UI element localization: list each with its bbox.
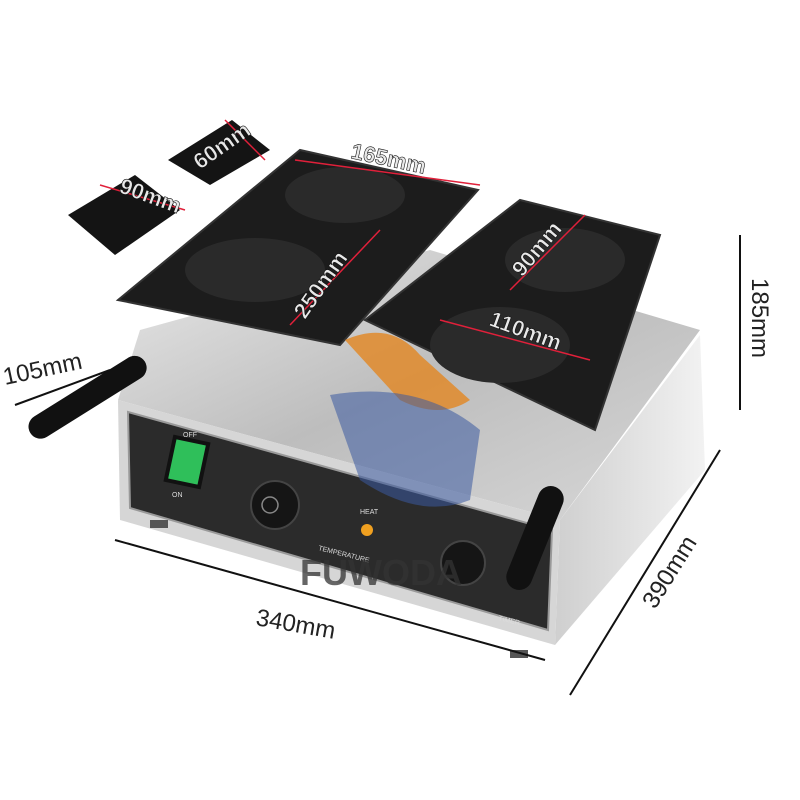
dim-width: 340mm — [254, 604, 338, 644]
dim-height: 185mm — [746, 278, 773, 358]
heat-indicator-light — [361, 524, 373, 536]
watermark: FUWODA — [300, 552, 462, 593]
logo-orange-shape — [345, 332, 470, 410]
base-right-side — [555, 335, 705, 645]
knob-center-icon — [261, 496, 279, 514]
temperature-knob[interactable] — [250, 480, 300, 530]
left-plate-top-handle — [168, 120, 270, 185]
left-mold-top — [285, 167, 405, 223]
switch-off-label: OFF — [183, 432, 197, 439]
power-switch[interactable] — [163, 434, 211, 490]
right-mold-top — [505, 228, 625, 292]
left-handle[interactable] — [24, 351, 151, 443]
dim-depth: 390mm — [637, 531, 702, 613]
plate-dimension-lines — [99, 119, 591, 361]
logo-blue-shape — [330, 391, 480, 507]
timer-knob[interactable] — [440, 540, 486, 586]
right-handle[interactable] — [502, 482, 567, 594]
left-mold-bottom — [185, 238, 325, 302]
heat-label: HEAT — [360, 509, 379, 516]
dimension-lines — [14, 235, 741, 696]
left-plate-bottom-handle — [68, 175, 180, 255]
foot-left — [150, 520, 168, 528]
foot-right — [510, 650, 528, 658]
switch-on-label: ON — [172, 492, 183, 499]
